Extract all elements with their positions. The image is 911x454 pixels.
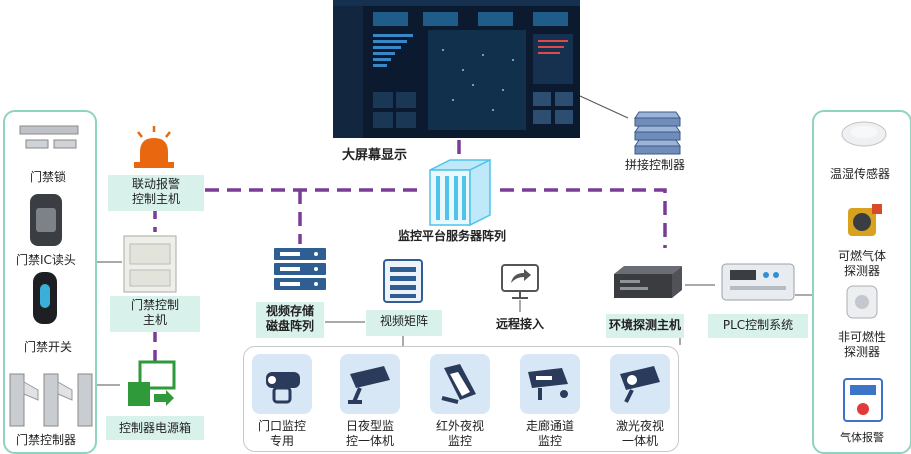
temp-sensor-icon	[841, 121, 887, 147]
ic-reader-label: 门禁IC读头	[16, 253, 76, 267]
door-switch-icon	[33, 272, 57, 324]
server-array-icon	[429, 158, 491, 227]
link-server-to-right	[500, 188, 667, 248]
access-host-box: 门禁控制 主机	[110, 296, 200, 332]
video-matrix-icon	[383, 259, 423, 303]
gas-alarm-label: 气体报警	[840, 431, 884, 444]
camera-tile-2	[340, 354, 400, 414]
gas-detector-icon	[848, 204, 882, 236]
remote-access-label: 远程接入	[496, 317, 545, 331]
camera-tile-5	[610, 354, 670, 414]
nonflammable-icon	[846, 285, 878, 319]
server-array-label: 监控平台服务器阵列	[398, 229, 507, 243]
bullet-camera-icon	[348, 366, 390, 404]
disk-array-box: 视频存储 磁盘阵列	[256, 302, 324, 338]
big-screen-caption: 大屏幕显示	[342, 148, 408, 163]
big-screen-display	[333, 0, 580, 138]
laser-camera-icon	[620, 366, 660, 403]
access-host-icon	[123, 235, 177, 293]
power-box-box: 控制器电源箱	[106, 416, 204, 440]
door-controller-label: 门禁控制器	[16, 433, 77, 447]
disk-array-icon	[274, 248, 326, 290]
splicer-label: 拼接控制器	[625, 158, 686, 172]
camera-label-5: 激光夜视一体机	[615, 419, 664, 448]
plc-icon	[721, 263, 795, 301]
dashboard-mockup	[333, 0, 580, 138]
camera-label-1: 门口监控专用	[257, 419, 306, 448]
dome-camera-icon	[266, 372, 300, 404]
gas-detector-label: 可燃气体 探测器	[838, 249, 887, 278]
video-matrix-box: 视频矩阵	[366, 310, 442, 336]
corridor-camera-icon	[528, 368, 568, 400]
ic-reader-icon	[30, 194, 62, 246]
remote-access-icon	[501, 264, 539, 299]
camera-label-2: 日夜型监控一体机	[345, 419, 394, 448]
alarm-host-box: 联动报警 控制主机	[108, 175, 204, 211]
door-lock-icon	[19, 125, 79, 149]
turnstile-icon	[9, 373, 93, 427]
camera-label-4: 走廊通道监控	[525, 419, 574, 448]
power-box-icon	[128, 360, 176, 406]
door-switch-label: 门禁开关	[24, 340, 73, 354]
camera-label-3: 红外夜视监控	[435, 419, 484, 448]
env-host-icon	[614, 266, 682, 298]
nonflammable-label: 非可燃性 探测器	[838, 330, 887, 359]
camera-tile-1	[252, 354, 312, 414]
alarm-light-icon	[134, 126, 174, 168]
temp-sensor-label: 温湿传感器	[830, 167, 891, 181]
infrared-camera-icon	[441, 364, 476, 404]
door-lock-label: 门禁锁	[30, 170, 67, 184]
camera-tile-4	[520, 354, 580, 414]
camera-tile-3	[430, 354, 490, 414]
splicer-icon	[634, 111, 681, 155]
env-host-box: 环境探测主机	[606, 314, 684, 338]
gas-alarm-icon	[843, 378, 883, 422]
plc-box: PLC控制系统	[708, 314, 808, 338]
